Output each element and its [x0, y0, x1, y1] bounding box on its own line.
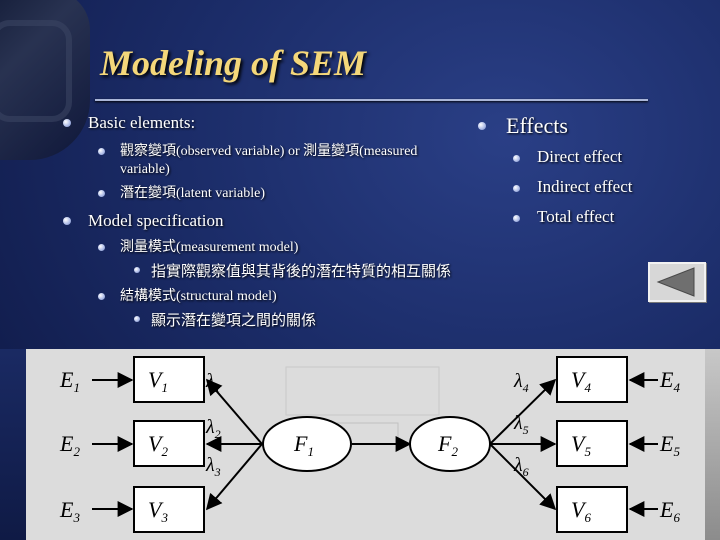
artifact-box: [286, 367, 439, 415]
bullet-icon: [98, 148, 105, 155]
error-label-e1: E1: [59, 367, 80, 395]
bullet-icon: [134, 316, 140, 322]
effects-heading: Effects: [506, 113, 568, 139]
bullet-icon: [513, 215, 520, 222]
bullet-icon: [513, 185, 520, 192]
right-edge: [705, 349, 720, 540]
lambda-label-4: λ4: [513, 370, 529, 395]
error-label-e6: E6: [659, 497, 680, 525]
error-label-e3: E3: [59, 497, 80, 525]
bullet-icon: [513, 155, 520, 162]
structural-model-item: 結構模式(structural model): [120, 285, 277, 305]
variable-box-v4: [557, 357, 627, 402]
bullet-icon: [98, 293, 105, 300]
slide-title: Modeling of SEM: [100, 42, 366, 84]
measurement-desc: 指實際觀察值與其背後的潛在特質的相互關係: [151, 260, 451, 281]
measurement-model-item: 測量模式(measurement model): [120, 236, 298, 256]
bullet-icon: [98, 244, 105, 251]
title-divider: [95, 99, 648, 101]
variable-box-v2: [134, 421, 204, 466]
error-label-e5: E5: [659, 431, 680, 459]
sem-path-diagram: E1 E2 E3 V1 V2 V3 λ1 λ2 λ3 F1 F2 λ4 λ5 λ…: [26, 349, 705, 540]
observed-variable-line1: 觀察變項(observed variable) or 測量變項(measured: [120, 140, 417, 160]
error-label-e4: E4: [659, 367, 680, 395]
indirect-effect-item: Indirect effect: [537, 177, 632, 197]
variable-box-v5: [557, 421, 627, 466]
total-effect-item: Total effect: [537, 207, 614, 227]
model-spec-heading: Model specification: [88, 211, 224, 231]
latent-variable-item: 潛在變項(latent variable): [120, 182, 265, 202]
back-arrow-icon: [650, 264, 704, 300]
decorative-handle: [0, 20, 72, 122]
lambda-label-1: λ1: [205, 370, 221, 395]
bullet-icon: [134, 267, 140, 273]
variable-box-v3: [134, 487, 204, 532]
direct-effect-item: Direct effect: [537, 147, 622, 167]
bullet-icon: [478, 122, 486, 130]
variable-box-v6: [557, 487, 627, 532]
lambda-label-3: λ3: [205, 454, 221, 479]
left-edge: [0, 349, 26, 540]
basic-elements-heading: Basic elements:: [88, 113, 195, 133]
back-button[interactable]: [648, 262, 706, 302]
structural-desc: 顯示潛在變項之間的關係: [151, 309, 316, 330]
bullet-icon: [98, 190, 105, 197]
lambda-label-5: λ5: [513, 412, 529, 437]
error-label-e2: E2: [59, 431, 80, 459]
bullet-icon: [63, 217, 71, 225]
observed-variable-line2: variable): [120, 162, 170, 178]
lambda-label-6: λ6: [513, 454, 529, 479]
lambda-label-2: λ2: [205, 416, 221, 441]
variable-box-v1: [134, 357, 204, 402]
bullet-icon: [63, 119, 71, 127]
